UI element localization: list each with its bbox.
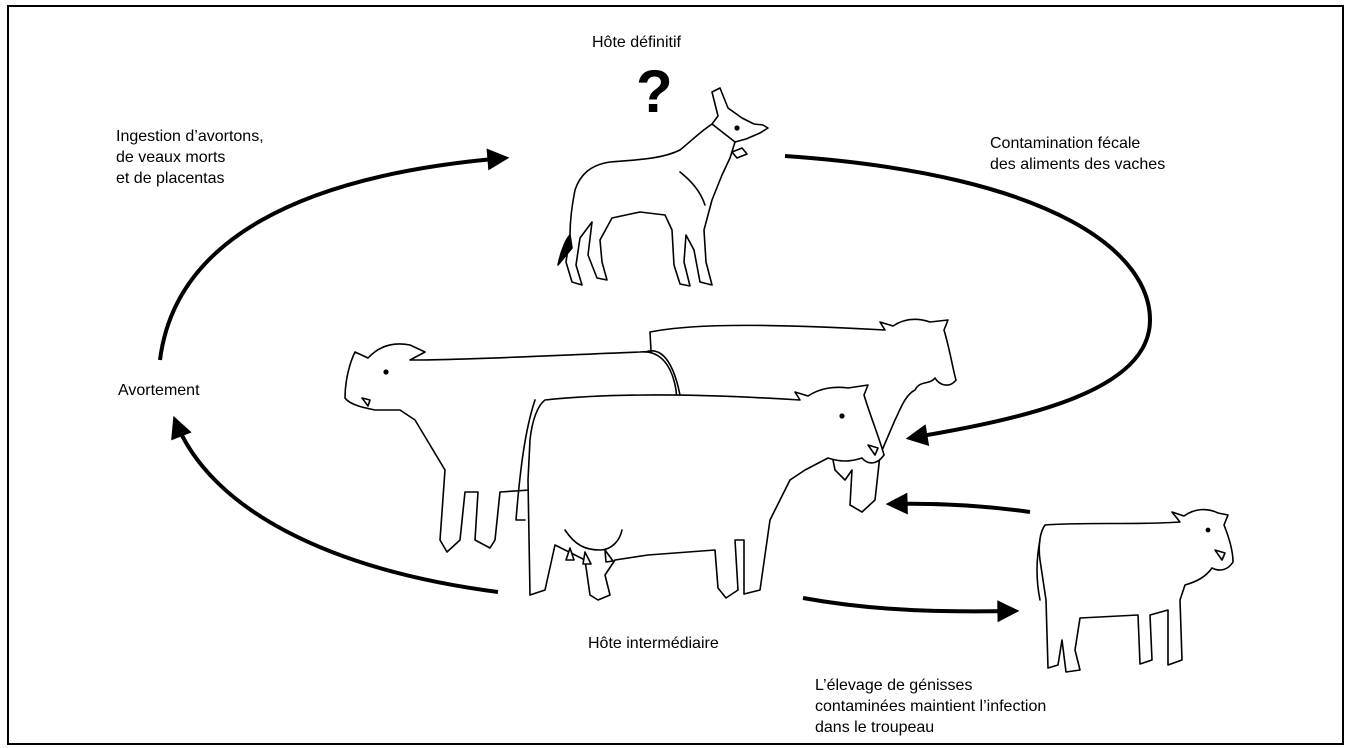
ingestion-label: Ingestion d’avortons, de veaux morts et … [116, 126, 264, 189]
heifer-rearing-line-1: L’élevage de génisses [815, 675, 1046, 696]
fecal-contamination-line-2: des aliments des vaches [990, 154, 1165, 175]
fecal-contamination-label: Contamination fécale des aliments des va… [990, 133, 1165, 175]
fecal-contamination-line-1: Contamination fécale [990, 133, 1165, 154]
arrow-to-heifer [803, 598, 1015, 611]
abortion-label: Avortement [118, 380, 200, 401]
heifer-rearing-label: L’élevage de génisses contaminées mainti… [815, 675, 1046, 738]
ingestion-label-line-1: Ingestion d’avortons, [116, 126, 264, 147]
ingestion-label-line-3: et de placentas [116, 168, 264, 189]
heifer-rearing-line-3: dans le troupeau [815, 717, 1046, 738]
question-mark: ? [636, 62, 673, 122]
definitive-host-label: Hôte définitif [592, 32, 681, 53]
ingestion-label-line-2: de veaux morts [116, 147, 264, 168]
calf-icon [1037, 510, 1233, 672]
heifer-rearing-line-2: contaminées maintient l’infection [815, 696, 1046, 717]
intermediate-host-label: Hôte intermédiaire [588, 633, 719, 654]
arrow-heifer-to-herd [890, 504, 1030, 512]
cow-herd-icon [345, 319, 956, 600]
